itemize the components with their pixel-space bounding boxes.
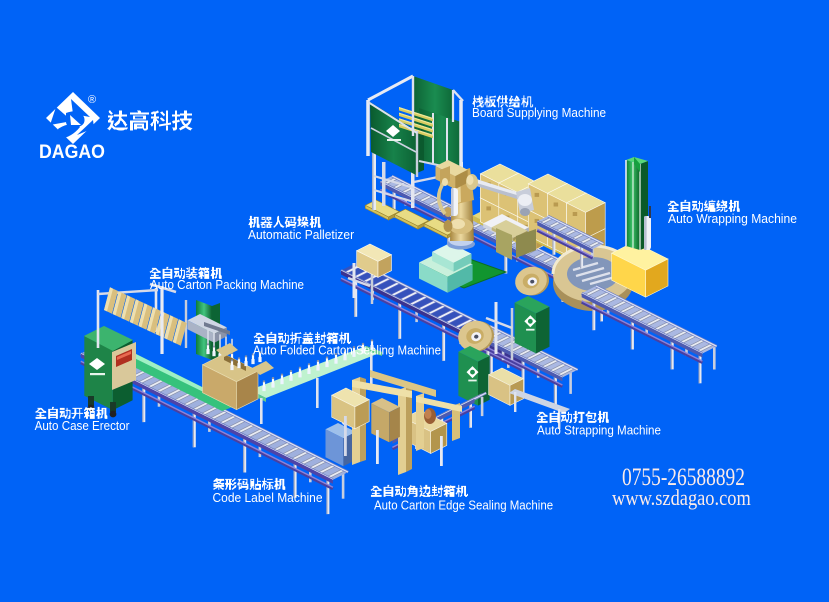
svg-text:Auto Carton Edge Sealing Machi: Auto Carton Edge Sealing Machine — [374, 498, 553, 513]
svg-text:Auto Folded Carton Sealing Mac: Auto Folded Carton Sealing Machine — [253, 343, 441, 358]
svg-text:Auto Wrapping Machine: Auto Wrapping Machine — [668, 212, 797, 227]
svg-text:Board Supplying Machine: Board Supplying Machine — [472, 105, 606, 120]
svg-text:Auto Carton Packing Machine: Auto Carton Packing Machine — [150, 277, 304, 292]
svg-text:Code Label Machine: Code Label Machine — [213, 490, 323, 505]
svg-text:Auto Case Erector: Auto Case Erector — [35, 418, 130, 433]
svg-text:www.szdagao.com: www.szdagao.com — [612, 487, 751, 511]
svg-text:Automatic Palletizer: Automatic Palletizer — [248, 227, 354, 242]
svg-text:Auto Strapping Machine: Auto Strapping Machine — [537, 423, 661, 438]
svg-text:®: ® — [88, 94, 96, 106]
svg-text:DAGAO: DAGAO — [39, 140, 105, 162]
svg-text:0755-26588892: 0755-26588892 — [622, 463, 745, 491]
